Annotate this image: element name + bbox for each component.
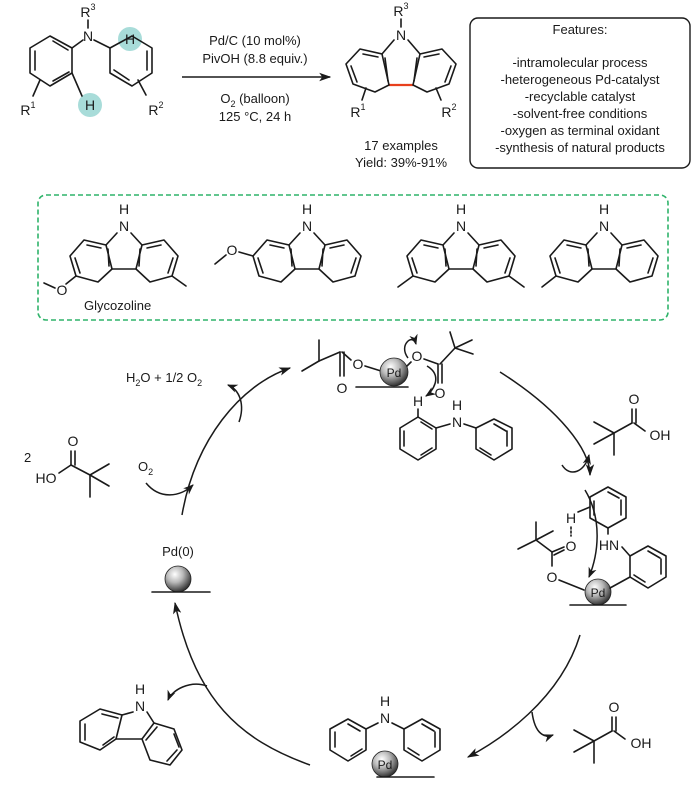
pivoh-release-arrow-2 xyxy=(531,711,554,743)
label-r2-product: R2 xyxy=(441,102,456,120)
n-label: N xyxy=(380,710,390,726)
atom-h: H xyxy=(302,201,312,217)
h-label: H xyxy=(452,397,462,413)
feature-item: -solvent-free conditions xyxy=(513,106,648,121)
yield-range: Yield: 39%-91% xyxy=(355,155,447,170)
feature-item: -recyclable catalyst xyxy=(525,89,636,104)
label-r3-product: R3 xyxy=(393,1,408,19)
label-r1: R1 xyxy=(20,100,35,118)
glycozoline-label: Glycozoline xyxy=(84,298,151,313)
atom-n-product: N xyxy=(396,27,406,43)
h-label: H xyxy=(135,681,145,697)
pd-label: Pd xyxy=(591,586,606,600)
atom-h: H xyxy=(456,201,466,217)
condition-oxygen: O2 (balloon) xyxy=(220,91,289,109)
diphenylamine: H H N xyxy=(399,393,513,461)
features-title: Features: xyxy=(553,22,608,37)
pd0-catalyst: Pd(0) xyxy=(151,544,211,593)
atom-h: H xyxy=(599,201,609,217)
pd0-label: Pd(0) xyxy=(162,544,194,559)
pd-sphere xyxy=(379,357,409,387)
palladacycle: H N Pd xyxy=(329,693,441,778)
feature-item: -synthesis of natural products xyxy=(495,140,665,155)
o-label: O xyxy=(353,356,364,372)
atom-n: N xyxy=(456,218,466,234)
oh-label: OH xyxy=(631,735,652,751)
o-label: O xyxy=(68,433,79,449)
atom-o: O xyxy=(57,282,68,298)
water-release-arrow xyxy=(227,384,243,423)
carbazole-release-arrow xyxy=(167,683,208,701)
carbazole-2-methoxy: H N O xyxy=(214,201,362,283)
atom-h: H xyxy=(119,201,129,217)
reagent-pdc: Pd/C (10 mol%) xyxy=(209,33,301,48)
starting-material-diarylamine: N R3 H H R1 R2 xyxy=(20,2,163,118)
n-label: N xyxy=(452,414,462,430)
feature-item: -oxygen as terminal oxidant xyxy=(501,123,660,138)
carbazole-3-6-dimethyl: H N xyxy=(397,201,525,288)
pd-dipivalate: O O Pd O O xyxy=(301,331,474,401)
o-label: O xyxy=(337,380,348,396)
oxygen-label: O2 xyxy=(138,459,153,477)
o-label: O xyxy=(547,569,558,585)
o-label: O xyxy=(435,385,446,401)
oh-label: OH xyxy=(650,427,671,443)
pivoh-release-arrow-1 xyxy=(561,453,591,473)
pd0-sphere xyxy=(164,565,192,593)
oxygen-in-arrow xyxy=(145,482,194,496)
water-oxygen-label: H2O + 1/2 O2 xyxy=(126,370,202,388)
hn-label: HN xyxy=(599,537,619,553)
h-label: H xyxy=(380,693,390,709)
pd-label: Pd xyxy=(387,366,402,380)
h-label: H xyxy=(413,393,423,409)
feature-item: -intramolecular process xyxy=(512,55,648,70)
atom-n: N xyxy=(302,218,312,234)
atom-n: N xyxy=(83,28,93,44)
atom-o: O xyxy=(227,242,238,258)
coefficient-2: 2 xyxy=(24,450,31,465)
atom-n: N xyxy=(119,218,129,234)
condition-temperature: 125 °C, 24 h xyxy=(219,109,291,124)
features-box: Features: -intramolecular process -heter… xyxy=(469,17,691,169)
product-carbazole: N R3 R1 R2 17 examples Yield: 39%-91% xyxy=(345,1,457,170)
o-label: O xyxy=(566,538,577,554)
pd-cmd-intermediate: H O HN O Pd xyxy=(517,486,667,606)
pd-label: Pd xyxy=(378,758,393,772)
reaction-conditions: Pd/C (10 mol%) PivOH (8.8 equiv.) O2 (ba… xyxy=(182,33,332,124)
h-label: H xyxy=(566,510,576,526)
carbazole-product: H N xyxy=(79,681,183,766)
cycle-arrow-bottom-left xyxy=(173,601,311,766)
natural-products-box xyxy=(37,194,669,321)
label-r2: R2 xyxy=(148,100,163,118)
cycle-arrow-bottom-right xyxy=(466,634,581,758)
feature-item: -heterogeneous Pd-catalyst xyxy=(501,72,660,87)
pivalic-acid-2equiv: 2 HO O xyxy=(24,433,110,498)
cycle-arrow-top-right xyxy=(499,371,595,477)
atom-h-top: H xyxy=(125,31,135,47)
pivalic-acid-release-2: O OH xyxy=(573,699,652,764)
carbazole-glycozoline: H N O Glycozoline xyxy=(43,201,187,313)
o-label: O xyxy=(629,391,640,407)
atom-h-bottom: H xyxy=(85,97,95,113)
highlight-h-bottom xyxy=(78,93,102,117)
o-label: O xyxy=(412,348,423,364)
n-label: N xyxy=(135,698,145,714)
highlight-h-top xyxy=(118,27,142,51)
label-r1-product: R1 xyxy=(350,102,365,120)
o-label: O xyxy=(609,699,620,715)
ho-label: HO xyxy=(36,470,57,486)
examples-count: 17 examples xyxy=(364,138,438,153)
label-r3: R3 xyxy=(80,2,95,20)
reagent-pivoh: PivOH (8.8 equiv.) xyxy=(202,51,307,66)
pivalic-acid-release-1: O OH xyxy=(593,391,671,456)
atom-n: N xyxy=(599,218,609,234)
carbazole-3-methyl: H N xyxy=(541,201,659,288)
